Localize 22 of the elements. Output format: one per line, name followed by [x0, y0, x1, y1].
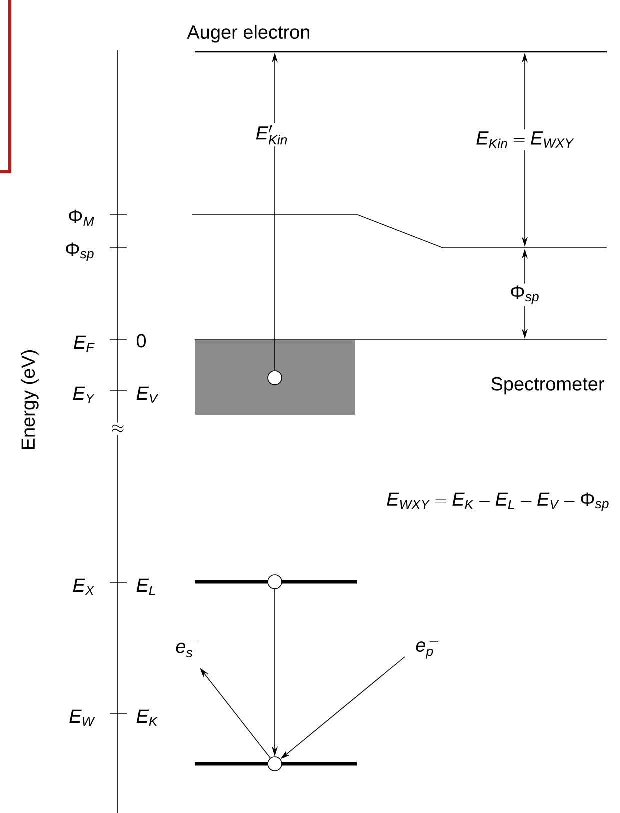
- spectrometer-label: Spectrometer: [492, 377, 604, 395]
- axis-label: $E_F$: [74, 336, 95, 352]
- axis-label: $E_V$: [136, 386, 159, 404]
- axis-label: $0$: [136, 334, 146, 348]
- equation-label: $E_{Kin} = E_{WXY}$: [474, 130, 576, 150]
- edge-label: $e_s^{\,-}$: [176, 642, 199, 658]
- axis-title: Energy (eV): [21, 350, 39, 450]
- axis-label: $E_K$: [136, 710, 158, 726]
- dimension-label: $\Phi_{sp}$: [508, 284, 542, 306]
- electron-circle: [268, 574, 282, 590]
- axis-break: $\approx$: [109, 422, 127, 436]
- edge-label: $e_p^{\,-}$: [416, 642, 439, 659]
- edge-label: $E_{Kin}'$: [256, 125, 288, 145]
- axis-label: $E_W$: [70, 710, 96, 726]
- electron-circle: [268, 756, 282, 772]
- axis-label: $E_Y$: [73, 386, 96, 404]
- vacuum-level-line: Auger electron: [187, 25, 607, 53]
- axis-label: $\Phi_{sp}$: [66, 242, 94, 262]
- axis-label: $\Phi_M$: [69, 210, 94, 226]
- axis-label: $E_L$: [136, 578, 156, 596]
- axis-label: $E_X$: [73, 578, 95, 596]
- equation-label: $E_{WXY} = E_K - E_L - E_V - \Phi_{sp}$: [387, 492, 609, 512]
